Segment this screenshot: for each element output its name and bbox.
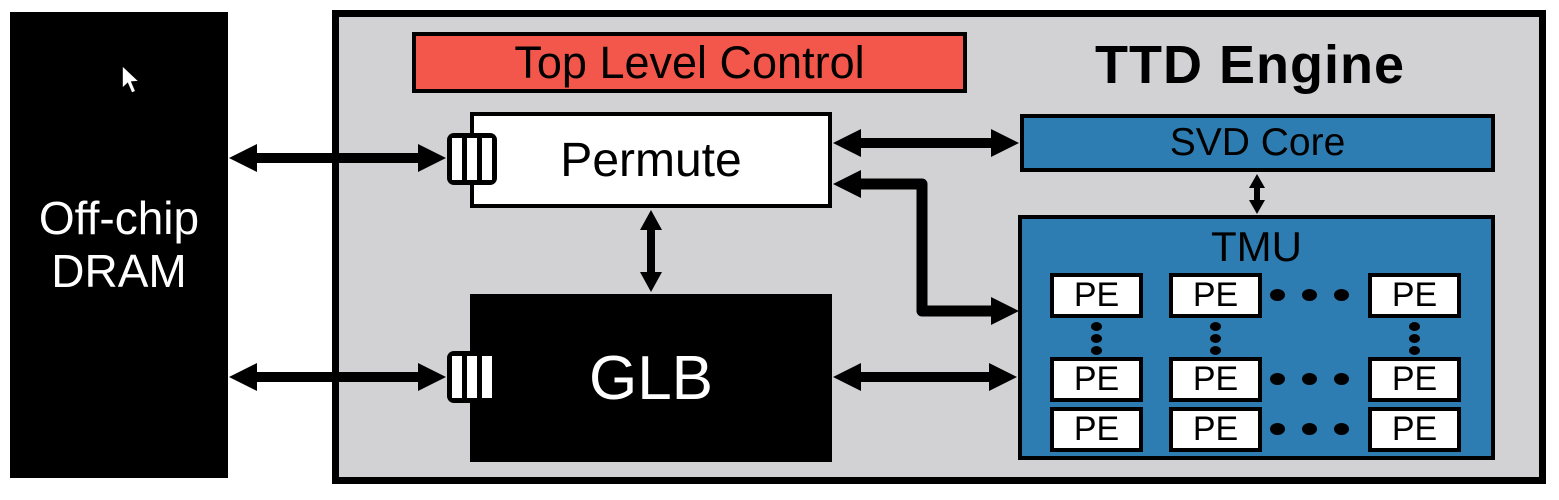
pe-label: PE (1073, 410, 1120, 448)
mouse-cursor-icon (121, 64, 142, 95)
vertical-ellipsis-icon (1210, 322, 1221, 355)
permute-fifo-icon (447, 133, 497, 185)
top-level-control-box: Top Level Control (412, 32, 967, 93)
permute-label: Permute (560, 133, 742, 187)
horizontal-ellipsis-icon (1270, 289, 1349, 301)
glb-fifo-icon (447, 351, 497, 403)
svd-core-label: SVD Core (1169, 121, 1346, 164)
pe-label: PE (1073, 360, 1120, 398)
pe-box-r1c1: PE (1050, 273, 1143, 318)
pe-box-r3c1: PE (1050, 407, 1143, 452)
pe-box-r2c1: PE (1050, 357, 1143, 402)
pe-label: PE (1192, 410, 1239, 448)
engine-title: TTD Engine (1095, 35, 1405, 95)
pe-box-r3c3: PE (1368, 407, 1461, 452)
permute-box: Permute (470, 112, 832, 208)
glb-label: GLB (588, 343, 714, 413)
pe-label: PE (1391, 410, 1438, 448)
vertical-ellipsis-icon (1091, 322, 1102, 355)
pe-box-r1c3: PE (1368, 273, 1461, 318)
tmu-label: TMU (1211, 223, 1302, 270)
top-level-control-label: Top Level Control (514, 36, 865, 88)
pe-label: PE (1391, 360, 1438, 398)
pe-label: PE (1391, 276, 1438, 314)
glb-box: GLB (470, 294, 832, 462)
pe-box-r1c2: PE (1169, 273, 1262, 318)
dram-label-line1: Off-chip (38, 192, 200, 244)
pe-label: PE (1073, 276, 1120, 314)
pe-box-r3c2: PE (1169, 407, 1262, 452)
offchip-dram-block: Off-chip DRAM (10, 12, 228, 478)
svd-core-box: SVD Core (1020, 114, 1495, 172)
dram-label-line2: DRAM (51, 245, 187, 297)
pe-box-r2c3: PE (1368, 357, 1461, 402)
horizontal-ellipsis-icon (1270, 373, 1349, 385)
pe-label: PE (1192, 276, 1239, 314)
pe-label: PE (1192, 360, 1239, 398)
pe-box-r2c2: PE (1169, 357, 1262, 402)
horizontal-ellipsis-icon (1270, 423, 1349, 435)
vertical-ellipsis-icon (1409, 322, 1420, 355)
